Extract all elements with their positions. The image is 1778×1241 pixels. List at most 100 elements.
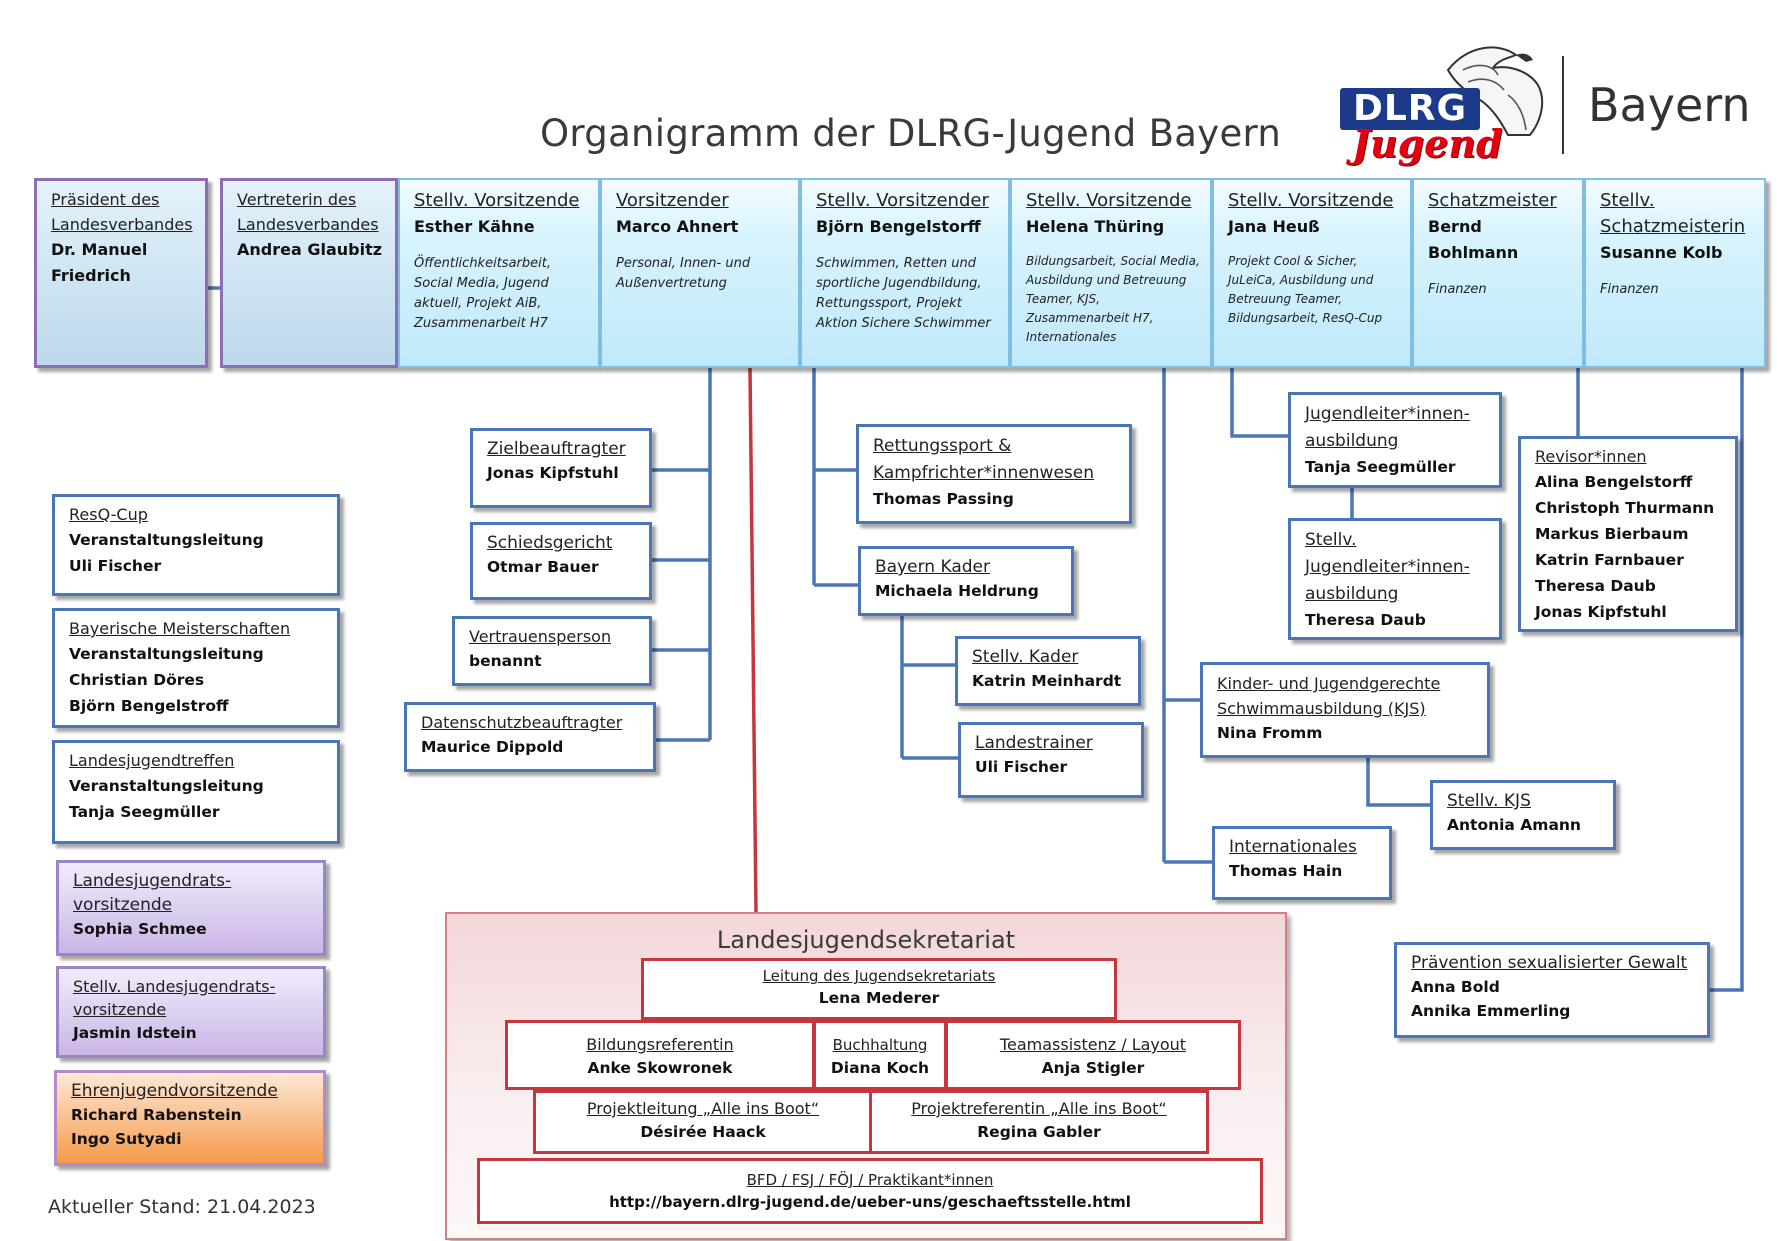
left-box-ljr-vorsitzende: Landesjugendrats-vorsitzende Sophia Schm… xyxy=(56,860,326,956)
top-box-title: Präsident des Landesverbandes xyxy=(51,190,193,234)
secretariat-box-projektleitung: Projektleitung „Alle ins Boot“ Désirée H… xyxy=(533,1090,873,1154)
top-box-title: Stellv. Vorsitzende xyxy=(1026,190,1192,211)
helena-box-name: Antonia Amann xyxy=(1447,816,1581,834)
top-box-bengelstorff: Stellv. Vorsitzender Björn Bengelstorff … xyxy=(800,178,1010,368)
bjoern-box-title: Stellv. Kader xyxy=(972,647,1079,667)
bjoern-box-rettungssport: Rettungssport & Kampfrichter*innenwesen … xyxy=(856,424,1132,524)
top-box-heuss: Stellv. Vorsitzende Jana Heuß Projekt Co… xyxy=(1212,178,1412,368)
top-box-title: Vertreterin des Landesverbandes xyxy=(237,190,379,234)
page-title: Organigramm der DLRG-Jugend Bayern xyxy=(540,112,1282,155)
left-box-title: Bayerische Meisterschaften xyxy=(69,619,291,638)
chair-box-name: Jonas Kipfstuhl xyxy=(487,464,619,482)
status-date: Aktueller Stand: 21.04.2023 xyxy=(48,1196,316,1218)
secretariat-box-teamassistenz: Teamassistenz / Layout Anja Stigler xyxy=(945,1020,1241,1090)
bjoern-box-title: Landestrainer xyxy=(975,733,1093,753)
kolb-box-revisoren: Revisor*innen Alina Bengelstorff Christo… xyxy=(1518,436,1738,632)
top-box-name: Bernd Bohlmann xyxy=(1428,217,1519,262)
kolb-box-title: Prävention sexualisierter Gewalt xyxy=(1411,953,1688,973)
helena-box-title: Kinder- und Jugendgerechte Schwimmausbil… xyxy=(1217,674,1441,718)
left-box-name: Veranstaltungsleitung Christian Döres Bj… xyxy=(69,645,264,715)
secretariat-box-bfd: BFD / FSJ / FÖJ / Praktikant*innen http:… xyxy=(477,1158,1263,1224)
top-box-desc: Öffentlichkeitsarbeit, Social Media, Jug… xyxy=(414,256,551,331)
top-box-vertreterin: Vertreterin des Landesverbandes Andrea G… xyxy=(220,178,398,368)
jana-box-title: Jugendleiter*innen-ausbildung xyxy=(1305,404,1470,451)
secretariat-box-name: Anke Skowronek xyxy=(587,1059,733,1077)
top-box-kaehne: Stellv. Vorsitzende Esther Kähne Öffentl… xyxy=(398,178,600,368)
top-box-desc: Personal, Innen- und Außenvertretung xyxy=(616,256,751,291)
secretariat-box-title: Bildungsreferentin xyxy=(586,1035,734,1054)
dlrg-logo: DLRG Jugend Bayern xyxy=(1330,40,1751,170)
top-box-name: Björn Bengelstorff xyxy=(816,217,981,236)
top-box-title: Stellv. Vorsitzende xyxy=(1228,190,1394,211)
top-box-title: Schatzmeister xyxy=(1428,190,1557,211)
kolb-box-praevention: Prävention sexualisierter Gewalt Anna Bo… xyxy=(1394,942,1710,1038)
eagle-icon xyxy=(1446,46,1544,136)
top-box-praesident: Präsident des Landesverbandes Dr. Manuel… xyxy=(34,178,208,368)
chair-box-vertrauensperson: Vertrauensperson benannt xyxy=(452,616,652,686)
left-box-meisterschaften: Bayerische Meisterschaften Veranstaltung… xyxy=(52,608,340,728)
top-box-bohlmann: Schatzmeister Bernd Bohlmann Finanzen xyxy=(1412,178,1584,368)
chair-box-name: Maurice Dippold xyxy=(421,738,564,756)
top-box-desc: Projekt Cool & Sicher, JuLeiCa, Ausbildu… xyxy=(1228,254,1383,325)
top-box-name: Marco Ahnert xyxy=(616,217,739,236)
bjoern-box-name: Uli Fischer xyxy=(975,758,1068,776)
left-box-resq-cup: ResQ-Cup Veranstaltungsleitung Uli Fisch… xyxy=(52,494,340,596)
top-box-desc: Finanzen xyxy=(1428,282,1487,297)
secretariat-box-title: Leitung des Jugendsekretariats xyxy=(762,967,996,985)
secretariat-box-projektreferentin: Projektreferentin „Alle ins Boot“ Regina… xyxy=(869,1090,1209,1154)
chair-box-datenschutz: Datenschutzbeauftragter Maurice Dippold xyxy=(404,702,656,772)
left-box-title: ResQ-Cup xyxy=(69,505,148,524)
top-box-name: Andrea Glaubitz xyxy=(237,240,383,259)
chair-box-title: Vertrauensperson xyxy=(469,627,612,646)
secretariat-box-name: Lena Mederer xyxy=(818,989,940,1007)
secretariat-box-name: Regina Gabler xyxy=(977,1123,1101,1141)
secretariat-title: Landesjugendsekretariat xyxy=(716,926,1016,954)
kolb-box-name: Anna Bold Annika Emmerling xyxy=(1411,978,1571,1020)
top-box-name: Susanne Kolb xyxy=(1600,243,1723,262)
secretariat-box-title: Buchhaltung xyxy=(832,1036,928,1054)
secretariat-link[interactable]: http://bayern.dlrg-jugend.de/ueber-uns/g… xyxy=(609,1193,1131,1211)
bjoern-box-stellv-kader: Stellv. Kader Katrin Meinhardt xyxy=(955,636,1141,706)
helena-box-title: Stellv. KJS xyxy=(1447,791,1531,811)
logo-dlrg-text: DLRG xyxy=(1340,88,1480,130)
top-box-title: Vorsitzender xyxy=(616,190,729,211)
bjoern-box-name: Thomas Passing xyxy=(873,490,1014,508)
helena-box-name: Nina Fromm xyxy=(1217,724,1323,742)
bjoern-box-title: Rettungssport & Kampfrichter*innenwesen xyxy=(873,436,1095,483)
top-box-name: Jana Heuß xyxy=(1228,217,1320,236)
helena-box-title: Internationales xyxy=(1229,837,1357,857)
top-box-title: Stellv. Schatzmeisterin xyxy=(1600,190,1746,237)
secretariat-panel: Landesjugendsekretariat Leitung des Juge… xyxy=(445,912,1287,1240)
secretariat-box-buchhaltung: Buchhaltung Diana Koch xyxy=(813,1020,947,1090)
chair-box-title: Datenschutzbeauftragter xyxy=(421,713,623,732)
secretariat-box-name: Anja Stigler xyxy=(1041,1059,1145,1077)
left-box-name: Sophia Schmee xyxy=(73,920,207,938)
left-box-stellv-ljr-vorsitzende: Stellv. Landesjugendrats-vorsitzende Jas… xyxy=(56,966,326,1058)
left-box-ehrenjugendvorsitzende: Ehrenjugendvorsitzende Richard Rabenstei… xyxy=(54,1070,326,1166)
top-box-title: Stellv. Vorsitzender xyxy=(816,190,989,211)
helena-box-kjs: Kinder- und Jugendgerechte Schwimmausbil… xyxy=(1200,662,1490,758)
helena-box-internationales: Internationales Thomas Hain xyxy=(1212,826,1392,900)
chair-box-title: Schiedsgericht xyxy=(487,533,613,553)
chair-box-schiedsgericht: Schiedsgericht Otmar Bauer xyxy=(470,522,652,600)
kolb-box-title: Revisor*innen xyxy=(1535,447,1647,466)
chair-box-name: Otmar Bauer xyxy=(487,558,599,576)
top-box-kolb: Stellv. Schatzmeisterin Susanne Kolb Fin… xyxy=(1584,178,1766,368)
chair-box-title: Zielbeauftragter xyxy=(487,439,626,459)
secretariat-box-leitung: Leitung des Jugendsekretariats Lena Mede… xyxy=(641,958,1117,1020)
left-box-title: Landesjugendrats-vorsitzende xyxy=(73,871,232,915)
logo-divider xyxy=(1562,56,1564,154)
secretariat-box-title: Projektreferentin „Alle ins Boot“ xyxy=(911,1099,1167,1118)
left-box-name: Veranstaltungsleitung Tanja Seegmüller xyxy=(69,777,264,821)
logo-region-text: Bayern xyxy=(1588,78,1751,132)
top-box-name: Helena Thüring xyxy=(1026,217,1165,236)
top-box-ahnert: Vorsitzender Marco Ahnert Personal, Inne… xyxy=(600,178,800,368)
top-box-title: Stellv. Vorsitzende xyxy=(414,190,580,211)
helena-box-name: Thomas Hain xyxy=(1229,862,1343,880)
jana-box-title: Stellv. Jugendleiter*innen-ausbildung xyxy=(1305,530,1470,604)
secretariat-box-name: Diana Koch xyxy=(830,1059,930,1077)
secretariat-box-title: BFD / FSJ / FÖJ / Praktikant*innen xyxy=(746,1171,994,1189)
bjoern-box-landestrainer: Landestrainer Uli Fischer xyxy=(958,722,1144,798)
kolb-box-name: Alina Bengelstorff Christoph Thurmann Ma… xyxy=(1535,473,1715,621)
left-box-name: Veranstaltungsleitung Uli Fischer xyxy=(69,531,264,575)
